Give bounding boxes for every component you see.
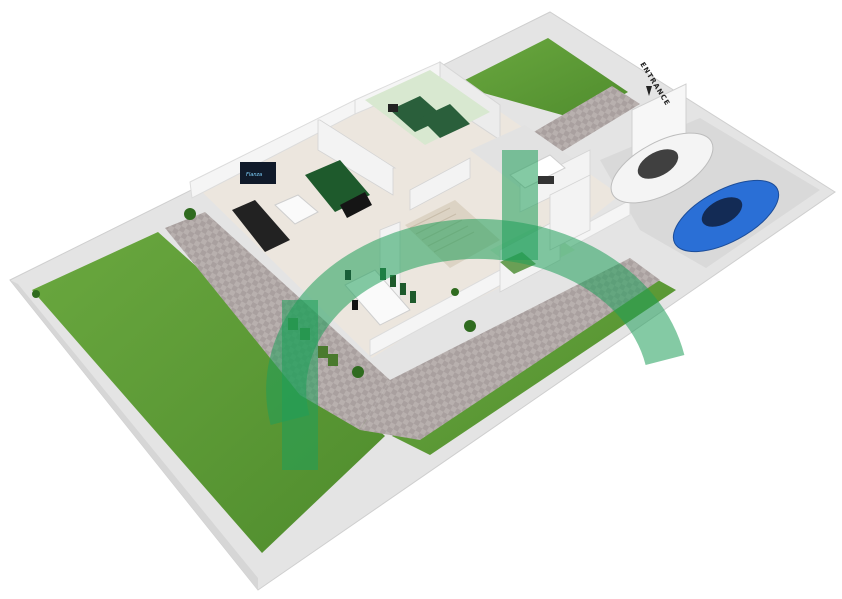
paving-path: [360, 258, 660, 440]
coffee-table: [274, 194, 319, 225]
tv-screen-text: Flanza: [246, 172, 262, 178]
tv-icon: Flanza: [232, 162, 290, 252]
plant-icon: [32, 208, 476, 378]
paving-patio: [165, 212, 390, 430]
compound-base-edge: [10, 280, 258, 590]
entrance-arrow-icon: [646, 86, 652, 96]
entrance-path: [520, 86, 640, 160]
bed-icon: [388, 96, 470, 138]
left-lawn: [32, 232, 385, 553]
top-lawn: [455, 38, 628, 120]
car-icon: [610, 132, 714, 204]
car-icon: [672, 179, 780, 253]
stove: [538, 176, 554, 184]
watermark-logo: [266, 150, 685, 470]
sofa-icon: [305, 160, 372, 218]
